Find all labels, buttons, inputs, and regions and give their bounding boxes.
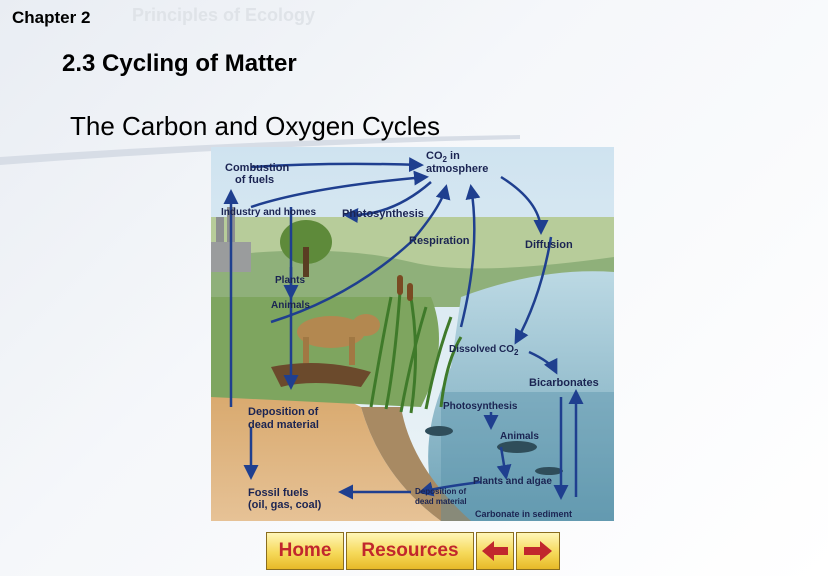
label-deposition-water: Deposition of <box>415 487 466 496</box>
arrow-combustion-to-co2 <box>250 157 424 173</box>
label-combustion-2: of fuels <box>235 174 274 186</box>
cattails <box>397 275 413 301</box>
label-carbonate: Carbonate in sediment <box>475 509 572 519</box>
water-depth <box>441 392 614 521</box>
label-animals-water: Animals <box>500 431 539 442</box>
home-button-label: Home <box>278 540 332 561</box>
label-plants: Plants <box>275 275 305 286</box>
arrow-diffusion-to-water <box>514 236 553 345</box>
arrow-industry-to-co2 <box>250 170 429 209</box>
right-arrow-icon <box>524 541 552 561</box>
resources-button-label: Resources <box>361 540 459 561</box>
label-co2: CO2 in <box>426 150 460 164</box>
label-dissolved: Dissolved CO2 <box>449 344 519 357</box>
label-deposition-water-2: dead material <box>415 497 467 506</box>
label-plants-algae: Plants and algae <box>473 476 552 487</box>
left-arrow-icon <box>482 541 508 561</box>
label-diffusion: Diffusion <box>525 239 573 251</box>
label-fossil-2: (oil, gas, coal) <box>248 499 322 511</box>
label-deposition-2: dead material <box>248 419 319 431</box>
water <box>428 271 614 521</box>
label-photosynthesis-land: Photosynthesis <box>342 208 424 220</box>
section-title: 2.3 Cycling of Matter <box>62 50 297 77</box>
arrow-co2-to-photosynthesis <box>343 181 432 224</box>
label-deposition: Deposition of <box>248 406 319 418</box>
slide-heading: The Carbon and Oxygen Cycles <box>70 111 440 141</box>
next-button[interactable] <box>516 532 560 570</box>
label-respiration: Respiration <box>409 235 470 247</box>
arrow-dissolved-bicarb <box>528 350 558 375</box>
label-animals-land: Animals <box>271 300 310 311</box>
previous-button[interactable] <box>476 532 514 570</box>
home-button[interactable]: Home <box>266 532 344 570</box>
cycle-arrows <box>223 157 584 500</box>
tree <box>280 220 332 264</box>
shoreline <box>361 407 471 521</box>
label-industry: Industry and homes <box>221 207 316 218</box>
label-fossil: Fossil fuels <box>248 487 309 499</box>
bobcat <box>297 314 380 367</box>
label-photosynthesis-water: Photosynthesis <box>443 401 518 412</box>
arrow-co2-to-diffusion <box>500 175 549 235</box>
chapter-label: Chapter 2 <box>12 8 91 27</box>
soil-cross-section <box>211 387 441 521</box>
label-combustion: Combustion <box>225 162 289 174</box>
label-bicarbonates: Bicarbonates <box>529 377 599 389</box>
arrow-to-deposition <box>418 480 482 497</box>
fish <box>425 426 563 475</box>
header-swoosh <box>0 135 520 165</box>
resources-button[interactable]: Resources <box>346 532 474 570</box>
arrow-animals-water <box>496 446 512 480</box>
label-atmosphere: atmosphere <box>426 163 488 175</box>
chapter-title: Principles of Ecology <box>132 5 316 25</box>
grassland <box>211 297 439 407</box>
arrow-respiration-up <box>270 184 451 324</box>
arrow-dissolved-up <box>459 184 481 328</box>
carbon-oxygen-cycle-diagram: Combustion of fuels CO2 in atmosphere In… <box>211 147 614 521</box>
